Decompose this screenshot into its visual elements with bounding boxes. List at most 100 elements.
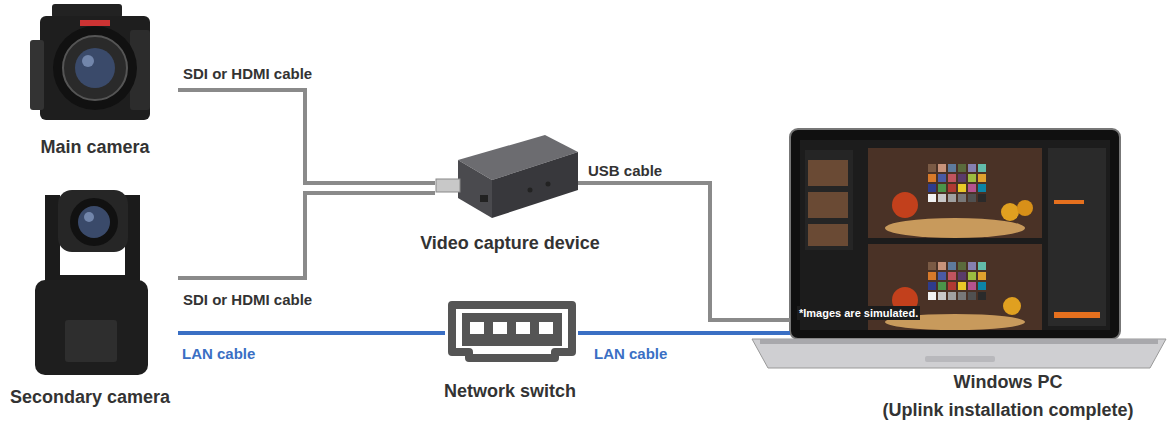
color-checker bbox=[928, 164, 986, 300]
sidebar bbox=[805, 150, 853, 250]
laptop-base bbox=[752, 339, 1166, 368]
checker-patch bbox=[978, 174, 986, 182]
fruit bbox=[1017, 200, 1033, 216]
checker-patch bbox=[978, 262, 986, 270]
switch-port bbox=[470, 322, 484, 334]
laptop-display bbox=[800, 140, 1110, 330]
trackpad bbox=[925, 356, 995, 362]
camera-badge bbox=[80, 20, 110, 26]
ptz-base bbox=[35, 280, 148, 375]
switch-body bbox=[452, 305, 572, 358]
led bbox=[546, 182, 551, 187]
laptop-picture bbox=[752, 129, 1166, 368]
checker-patch bbox=[968, 194, 976, 202]
cable-line bbox=[178, 193, 435, 278]
preview-image bbox=[868, 148, 1042, 238]
switch-port bbox=[516, 322, 530, 334]
camera-handle bbox=[52, 4, 122, 18]
fruit bbox=[1001, 203, 1019, 221]
checker-patch bbox=[958, 292, 966, 300]
checker-patch bbox=[948, 174, 956, 182]
checker-patch bbox=[968, 292, 976, 300]
checker-patch bbox=[938, 292, 946, 300]
lens-glint bbox=[82, 55, 94, 67]
checker-patch bbox=[928, 272, 936, 280]
checker-patch bbox=[948, 292, 956, 300]
laptop-bezel bbox=[790, 129, 1120, 339]
ptz-lens-ring bbox=[70, 198, 118, 246]
checker-patch bbox=[938, 262, 946, 270]
laptop-hinge bbox=[760, 339, 1158, 344]
checker-patch bbox=[948, 184, 956, 192]
ptz-lens bbox=[78, 206, 110, 238]
node-caption: Video capture device bbox=[420, 232, 600, 254]
fruit bbox=[1003, 297, 1021, 315]
cable-label: USB cable bbox=[586, 162, 664, 180]
checker-patch bbox=[948, 164, 956, 172]
cable-label: SDI or HDMI cable bbox=[181, 291, 314, 309]
camera-node: Main camera bbox=[30, 2, 178, 127]
checker-patch bbox=[948, 282, 956, 290]
capture-device-picture bbox=[436, 135, 578, 218]
checker-patch bbox=[938, 174, 946, 182]
capture-front bbox=[492, 152, 578, 218]
checker-patch bbox=[978, 164, 986, 172]
checker-patch bbox=[978, 272, 986, 280]
checker-patch bbox=[968, 262, 976, 270]
thumbnail bbox=[808, 192, 848, 218]
lens-ring bbox=[63, 36, 127, 100]
capture-device-node: Video capture device bbox=[435, 135, 578, 220]
switch-port bbox=[493, 322, 507, 334]
cable-line bbox=[578, 331, 790, 335]
cable-line bbox=[178, 331, 445, 335]
checker-patch bbox=[968, 184, 976, 192]
led bbox=[528, 188, 533, 193]
checker-patch bbox=[938, 184, 946, 192]
checker-patch bbox=[958, 174, 966, 182]
checker-patch bbox=[968, 272, 976, 280]
checker-patch bbox=[968, 282, 976, 290]
button bbox=[1054, 312, 1100, 318]
checker-patch bbox=[978, 282, 986, 290]
thumbnail bbox=[808, 160, 848, 186]
switch-face bbox=[462, 313, 562, 346]
checker-patch bbox=[928, 184, 936, 192]
node-caption: Secondary camera bbox=[10, 386, 170, 408]
checker-patch bbox=[958, 194, 966, 202]
lens-barrel bbox=[53, 26, 137, 110]
checker-patch bbox=[948, 272, 956, 280]
checker-patch bbox=[958, 262, 966, 270]
switch-picture bbox=[452, 305, 572, 358]
settings-panel bbox=[1048, 148, 1106, 326]
checker-patch bbox=[928, 262, 936, 270]
checker-patch bbox=[978, 184, 986, 192]
bnc-connector bbox=[436, 179, 460, 192]
checker-patch bbox=[978, 194, 986, 202]
checker-patch bbox=[928, 194, 936, 202]
checker-patch bbox=[928, 174, 936, 182]
screen-note: *Images are simulated. bbox=[797, 306, 920, 320]
cable-label: LAN cable bbox=[180, 345, 257, 363]
checker-patch bbox=[938, 282, 946, 290]
ptz-glint bbox=[84, 212, 94, 222]
node-caption: Windows PC bbox=[954, 371, 1063, 393]
checker-patch bbox=[978, 292, 986, 300]
node-caption: Main camera bbox=[40, 136, 149, 158]
cable-line bbox=[578, 183, 790, 320]
checker-patch bbox=[968, 164, 976, 172]
checker-patch bbox=[928, 292, 936, 300]
camera-grip bbox=[30, 40, 44, 110]
table bbox=[885, 218, 1025, 238]
checker-patch bbox=[938, 164, 946, 172]
capture-side bbox=[458, 160, 492, 218]
lens-glass bbox=[75, 48, 115, 88]
thumbnail bbox=[808, 224, 848, 246]
checker-patch bbox=[948, 194, 956, 202]
slider bbox=[1054, 200, 1084, 204]
camera-body bbox=[40, 16, 150, 120]
switch-node: Network switch bbox=[445, 300, 578, 362]
ptz-panel bbox=[65, 320, 117, 362]
